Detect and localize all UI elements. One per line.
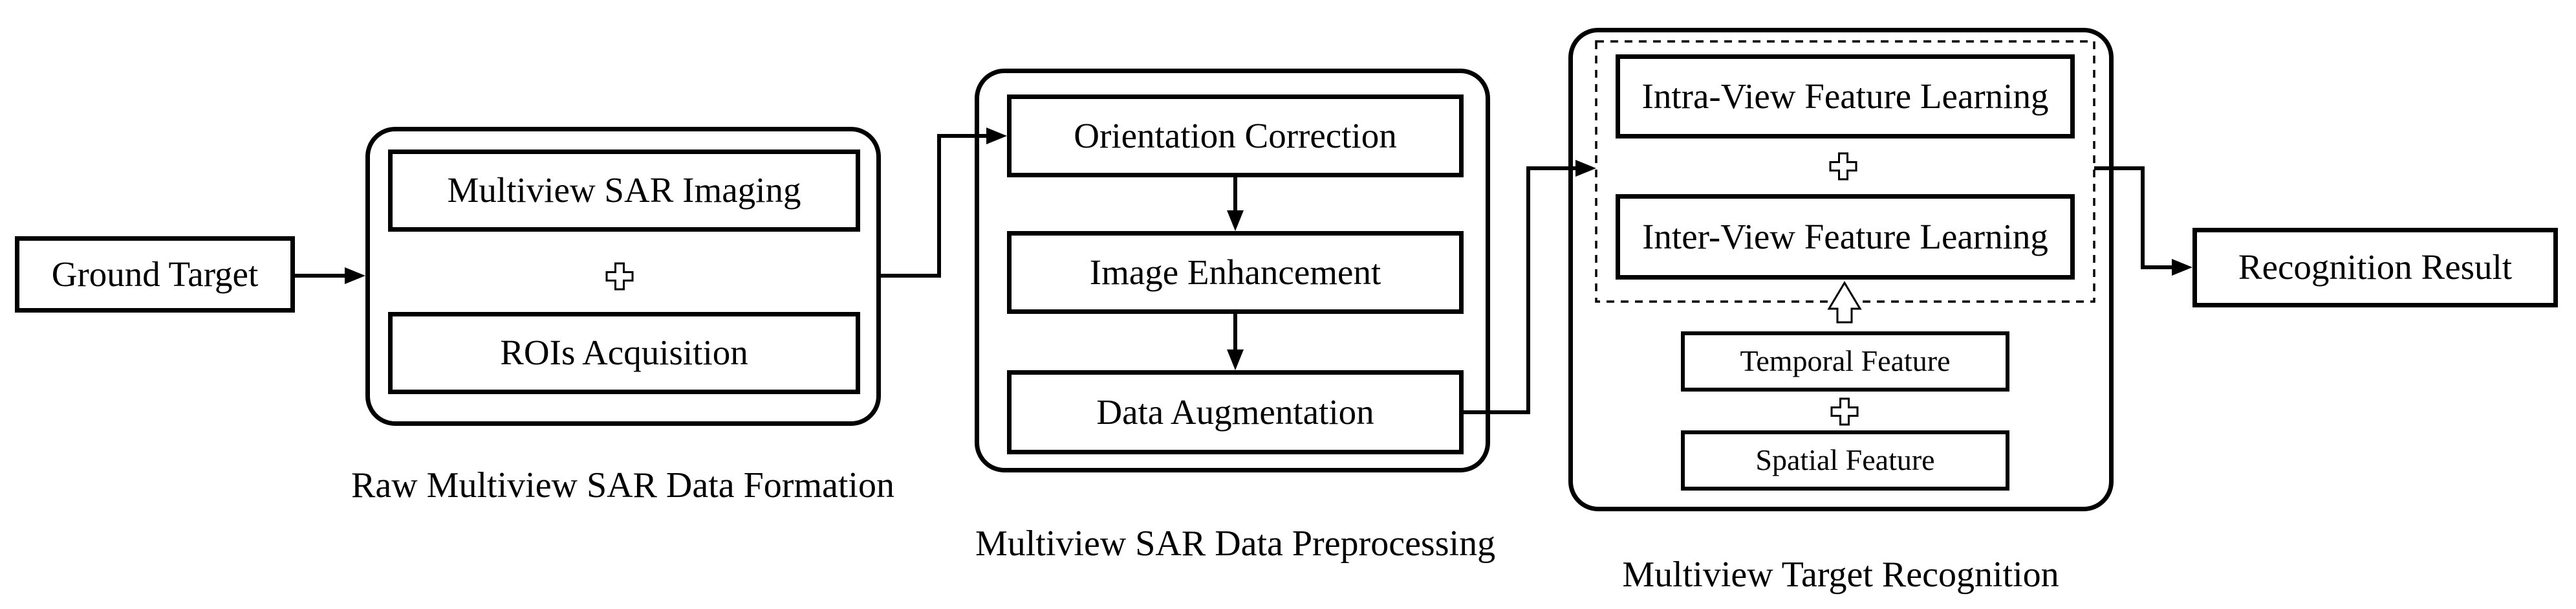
temporal-feature-node: Temporal Feature — [1681, 331, 2009, 392]
intra-view-feature-learning-node: Intra-View Feature Learning — [1616, 54, 2075, 138]
arrowhead-input-to-stage1 — [345, 267, 365, 284]
ground-target-node: Ground Target — [15, 236, 295, 313]
data-augmentation-node: Data Augmentation — [1007, 370, 1464, 454]
stage1-caption: Raw Multiview SAR Data Formation — [351, 465, 894, 505]
spatial-feature-node: Spatial Feature — [1681, 430, 2009, 491]
temporal-feature-label: Temporal Feature — [1740, 344, 1951, 378]
image-enhancement-node: Image Enhancement — [1007, 231, 1464, 314]
data-augmentation-label: Data Augmentation — [1096, 392, 1374, 432]
connector-stage1-to-stage2 — [881, 134, 989, 278]
image-enhancement-label: Image Enhancement — [1089, 252, 1381, 292]
spatial-feature-label: Spatial Feature — [1755, 443, 1935, 477]
recognition-result-label: Recognition Result — [2238, 247, 2513, 287]
stage3-caption: Multiview Target Recognition — [1622, 555, 2059, 595]
orientation-correction-label: Orientation Correction — [1074, 115, 1397, 155]
inter-view-feature-learning-node: Inter-View Feature Learning — [1616, 194, 2075, 280]
inter-view-feature-learning-label: Inter-View Feature Learning — [1642, 216, 2048, 256]
multiview-sar-imaging-label: Multiview SAR Imaging — [447, 170, 801, 210]
recognition-result-node: Recognition Result — [2192, 228, 2558, 307]
ground-target-label: Ground Target — [51, 254, 259, 294]
arrowhead-stage3-to-output — [2172, 259, 2192, 276]
orientation-correction-node: Orientation Correction — [1007, 94, 1464, 177]
rois-acquisition-node: ROIs Acquisition — [388, 312, 860, 394]
multiview-sar-imaging-node: Multiview SAR Imaging — [388, 149, 860, 232]
rois-acquisition-label: ROIs Acquisition — [500, 333, 748, 373]
stage2-caption: Multiview SAR Data Preprocessing — [975, 524, 1496, 564]
intra-view-feature-learning-label: Intra-View Feature Learning — [1641, 76, 2049, 116]
